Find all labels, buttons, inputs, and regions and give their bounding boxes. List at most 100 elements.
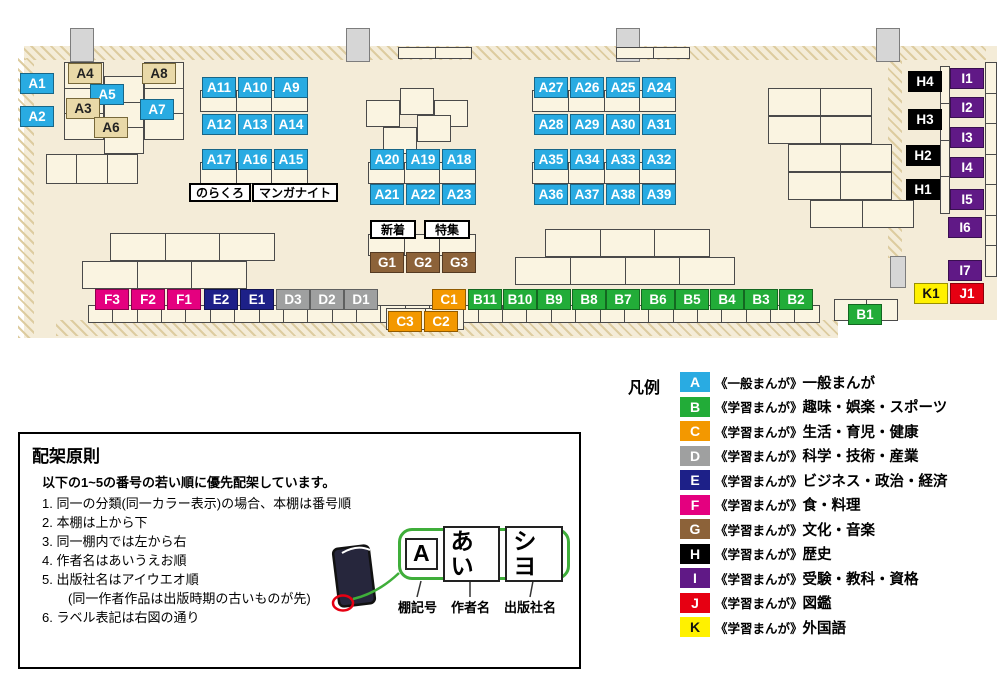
shelf-cell [841, 173, 892, 199]
legend-scope-label: 《学習まんが》 [715, 499, 803, 513]
legend-swatch-B: B [680, 396, 710, 417]
shelf-label-A37: A37 [570, 184, 604, 205]
legend-swatch-I: I [680, 568, 710, 588]
shelf-unit [434, 100, 468, 127]
shelf-label-D2: D2 [310, 289, 344, 310]
label-caption-1: 作者名 [451, 600, 491, 615]
legend-scope-label: 《学習まんが》 [715, 425, 803, 440]
legend-category-label: 生活・育児・健康 [802, 424, 919, 441]
shelf-cell [145, 63, 183, 89]
shelf-cell [769, 89, 821, 115]
shelf-label-A34: A34 [570, 149, 604, 170]
shelf-label-C3: C3 [388, 311, 422, 332]
shelf-cell [605, 163, 641, 183]
legend-row-J: J《学習まんが》図鑑 [680, 592, 994, 613]
shelf-label-A20: A20 [370, 149, 404, 170]
shelf-cell [941, 104, 949, 141]
shelf-cell [108, 155, 137, 183]
legend-scope-label: 《学習まんが》 [715, 621, 803, 636]
shelf-label-A36: A36 [534, 184, 568, 205]
shelf-label-C2: C2 [424, 311, 458, 332]
shelf-cell [625, 306, 650, 322]
legend-scope-label: 《学習まんが》 [715, 450, 803, 464]
leader-line-publisher [529, 580, 534, 598]
shelf-unit [110, 233, 275, 261]
shelf-cell [367, 101, 399, 126]
shelf-unit [985, 62, 997, 277]
shelf-cell [841, 145, 892, 171]
legend-row-E: E《学習まんが》ビジネス・政治・経済 [680, 470, 994, 490]
book-page-line [341, 546, 371, 554]
legend-category-label: 受験・教科・資格 [802, 571, 919, 588]
shelf-label-A3: A3 [66, 98, 100, 119]
legend-swatch-K: K [680, 617, 710, 637]
shelf-label-I6: I6 [948, 217, 982, 238]
legend-category-label: 文化・音楽 [802, 522, 876, 539]
label-caption-2: 出版社名 [504, 600, 557, 615]
legend-scope-label: 《学習まんが》 [715, 474, 803, 489]
shelf-cell [162, 306, 187, 322]
shelf-cell [821, 117, 872, 143]
shelf-label-A8: A8 [142, 63, 176, 84]
shelf-label-A1: A1 [20, 73, 54, 94]
shelf-cell [649, 306, 674, 322]
shelf-cell [552, 306, 577, 322]
shelf-label-F2: F2 [131, 289, 165, 310]
shelf-label-I5: I5 [950, 189, 984, 210]
shelf-cell [986, 155, 996, 186]
shelf-label-A23: A23 [442, 184, 476, 205]
rule-line: (同一作者作品は出版時期の古いものが先) [68, 591, 311, 606]
shelf-label-A18: A18 [442, 149, 476, 170]
shelf-label-A19: A19 [406, 149, 440, 170]
legend-scope-label: 《学習まんが》 [715, 572, 803, 587]
shelf-label-G3: G3 [442, 252, 476, 273]
legend-row-F: F《学習まんが》食・料理 [680, 494, 994, 515]
shelf-unit [398, 47, 472, 59]
shelf-cell [401, 89, 433, 114]
pillar [876, 28, 900, 62]
shelf-cell [654, 48, 690, 58]
shelf-cell [201, 163, 237, 183]
shelf-label-A21: A21 [370, 184, 404, 205]
shelf-label-H4: H4 [908, 71, 942, 92]
shelf-label-A28: A28 [534, 114, 568, 135]
shelf-cell [192, 262, 246, 288]
shelf-label-G1: G1 [370, 252, 404, 273]
shelf-label-H2: H2 [906, 145, 940, 166]
shelf-label-D1: D1 [344, 289, 378, 310]
shelf-cell [605, 91, 641, 111]
shelf-label-A25: A25 [606, 77, 640, 98]
shelf-cell [237, 91, 273, 111]
rule-line: 3. 同一棚内では左から右 [42, 534, 187, 549]
shelf-cell [399, 48, 436, 58]
shelf-cell [111, 234, 166, 260]
shelf-cell [986, 185, 996, 216]
shelf-cell [722, 306, 747, 322]
legend-category-label: 図鑑 [802, 596, 832, 612]
shelf-label-A11: A11 [202, 77, 236, 98]
shelf-label-A32: A32 [642, 149, 676, 170]
shelf-cell [655, 230, 709, 256]
legend-row-G: G《学習まんが》文化・音楽 [680, 519, 994, 539]
shelf-label-B11: B11 [468, 289, 502, 310]
shelf-unit [532, 162, 676, 184]
shelf-cell [986, 246, 996, 276]
label-location-illustration [331, 544, 534, 612]
legend-category-label: ビジネス・政治・経済 [802, 473, 948, 490]
shelf-unit [940, 66, 950, 214]
label-position-circle [331, 594, 355, 612]
shelf-cell [674, 306, 698, 322]
shelf-cell [418, 116, 450, 141]
wall-hatch [24, 46, 986, 60]
legend-swatch-D: D [680, 445, 710, 466]
shelf-cell [308, 306, 333, 322]
shelf-cell [113, 306, 138, 322]
shelf-cell [369, 163, 405, 183]
legend-scope-label: 《学習まんが》 [715, 401, 803, 415]
shelf-label-E1: E1 [240, 289, 274, 310]
shelf-unit [417, 115, 451, 142]
legend-swatch-F: F [680, 494, 710, 515]
shelf-unit [545, 229, 710, 257]
legend-scope-label: 《学習まんが》 [715, 548, 803, 562]
